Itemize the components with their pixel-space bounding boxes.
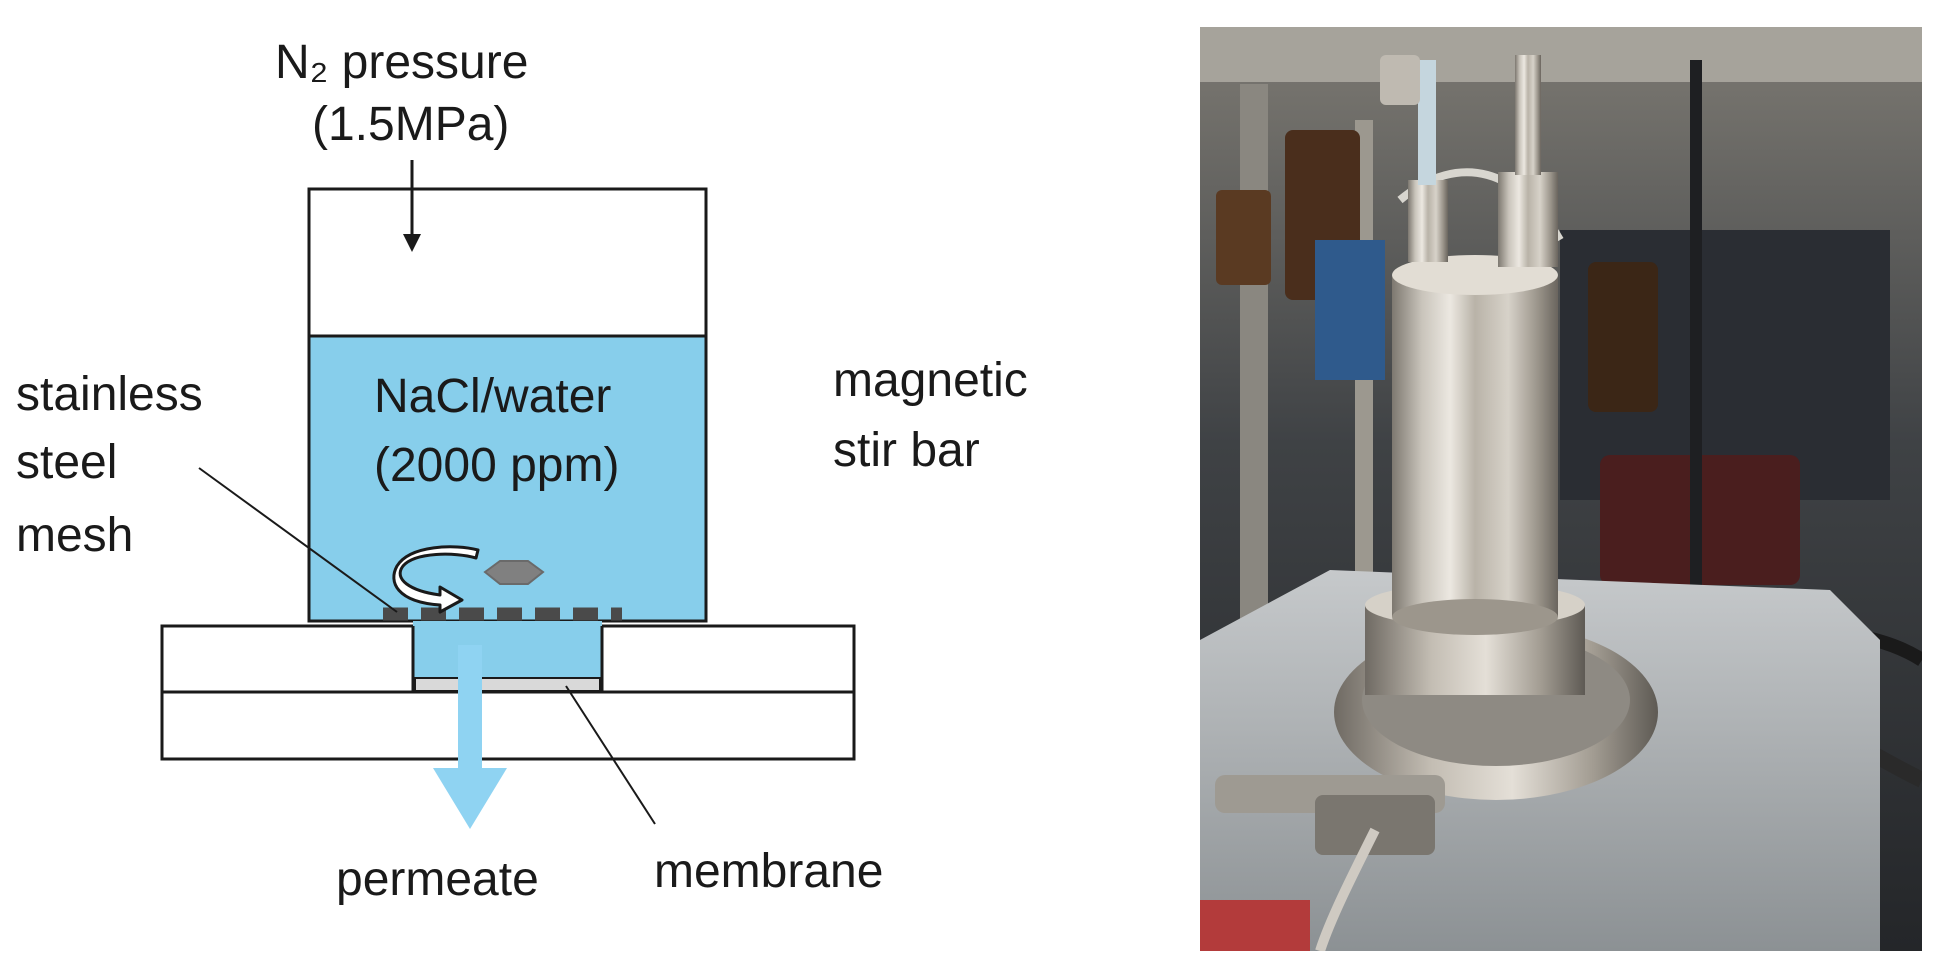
rotation-arrow-icon: [392, 545, 480, 614]
base-plate-left: [160, 624, 415, 694]
mesh-label-line2: steel: [16, 436, 117, 489]
mesh-label-line1: stainless: [16, 368, 203, 421]
pressure-arrow-head: [403, 234, 421, 252]
membrane-layer: [414, 677, 601, 692]
membrane-leader-line: [565, 685, 656, 825]
filtration-cell-schematic: N₂ pressure (1.5MPa) NaCl/water (2000 pp…: [16, 36, 1028, 906]
solution-label-line1: NaCl/water: [374, 370, 611, 423]
pressure-label-line1: N₂ pressure: [275, 36, 528, 89]
filtration-cell-photo: [1200, 27, 1922, 951]
stir-label-line2: stir bar: [833, 424, 980, 477]
permeate-label: permeate: [336, 853, 539, 906]
mesh-label-line3: mesh: [16, 509, 133, 562]
membrane-well: [413, 621, 602, 677]
permeate-arrow-head: [433, 768, 507, 829]
permeate-arrow-shaft: [458, 645, 482, 770]
base-plate-right: [600, 624, 856, 694]
cell-headspace: [307, 187, 708, 338]
stir-label-line1: magnetic: [833, 354, 1028, 407]
solution-label-line2: (2000 ppm): [374, 439, 619, 492]
membrane-label: membrane: [654, 845, 883, 898]
mesh-leader-line: [198, 467, 398, 613]
pressure-label-line2: (1.5MPa): [312, 98, 509, 151]
magnetic-stir-bar: [483, 560, 545, 585]
support-plate: [160, 690, 856, 761]
